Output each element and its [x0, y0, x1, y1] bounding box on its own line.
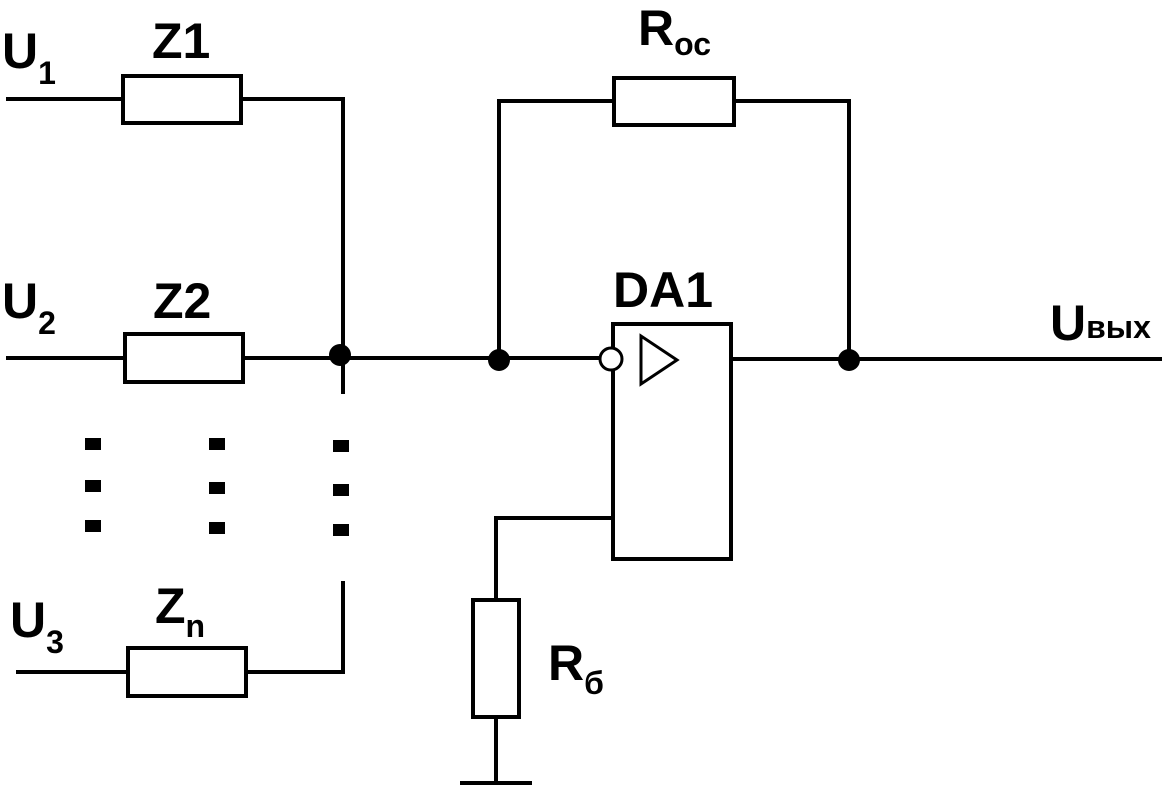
amplifier-triangle-icon [639, 333, 680, 387]
impedance-zn [126, 646, 248, 698]
ellipsis-dot [85, 438, 101, 450]
ellipsis-dot [333, 524, 349, 536]
label-feedback-resistor: Rос [638, 0, 711, 62]
input-branch-n [16, 581, 345, 698]
label-opamp: DA1 [613, 262, 713, 318]
junction-dot [488, 349, 510, 371]
wire-z1-to-bus [239, 97, 345, 357]
wire-feedback-left [497, 99, 616, 360]
wire-zn-to-bus [244, 581, 345, 674]
junction-dot [329, 344, 351, 366]
ellipsis-dot [85, 480, 101, 492]
label-u3: U3 [10, 592, 64, 660]
label-z2: Z2 [153, 273, 211, 329]
label-z1: Z1 [152, 13, 210, 69]
label-zn: Zn [155, 578, 205, 644]
ellipsis-dot [85, 520, 101, 532]
ellipsis-dot [209, 482, 225, 494]
wire-noninverting-to-bias [494, 516, 615, 602]
ellipsis-dot [209, 522, 225, 534]
junction-dot [838, 349, 860, 371]
label-u1: U1 [2, 23, 56, 91]
bias-resistor [471, 598, 521, 719]
feedback-loop [497, 76, 851, 360]
ellipsis-dot [209, 438, 225, 450]
opamp-da1 [598, 322, 733, 561]
bias-branch [460, 516, 615, 785]
impedance-z2 [123, 332, 245, 384]
inverting-input-circle [598, 346, 624, 372]
ellipsis-dot [333, 484, 349, 496]
label-bias-resistor: Rб [548, 635, 604, 701]
label-u2: U2 [2, 273, 56, 341]
label-output: Uвых [1050, 295, 1151, 351]
ellipsis-dots [85, 438, 349, 536]
ellipsis-dot [333, 440, 349, 452]
wire-feedback-right [732, 99, 851, 360]
input-branch-1 [6, 74, 345, 357]
input-branch-2 [6, 332, 345, 384]
impedance-z1 [121, 74, 243, 125]
feedback-resistor [612, 76, 736, 127]
